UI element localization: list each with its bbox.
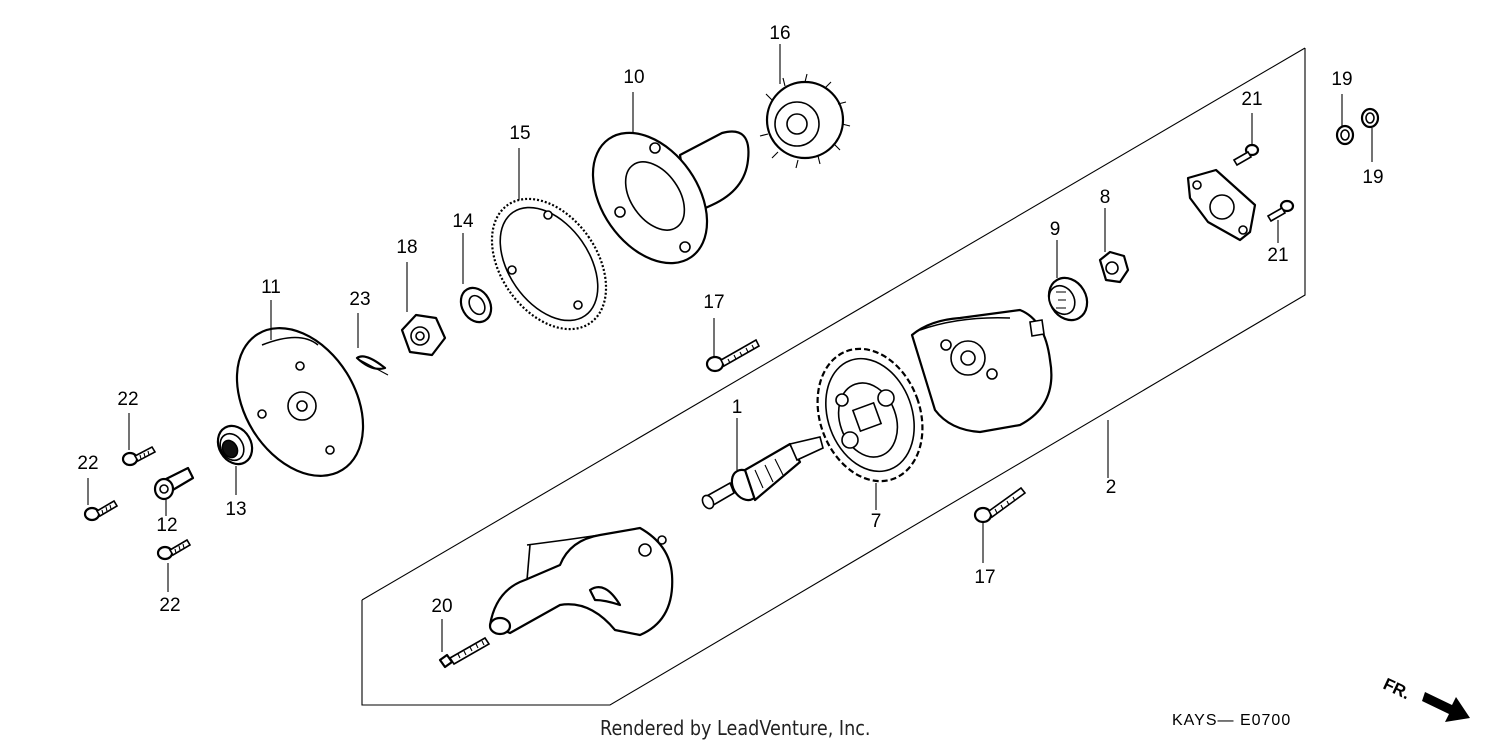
diagram-code: KAYS— E0700 xyxy=(1172,712,1292,729)
callout-20: 20 xyxy=(431,596,452,617)
fr-label: FR. xyxy=(1380,674,1413,703)
part-21-screw-lower[interactable] xyxy=(1266,199,1295,223)
callout-22-b: 22 xyxy=(77,453,98,474)
part-20-bolt[interactable] xyxy=(438,636,491,669)
callout-21-bottom: 21 xyxy=(1267,245,1288,266)
part-10-housing[interactable] xyxy=(569,111,750,284)
part-14-washer[interactable] xyxy=(455,282,497,327)
callout-labels: 1 2 7 8 9 10 11 12 13 14 15 16 17 17 18 … xyxy=(77,23,1383,617)
part-9-rotor[interactable] xyxy=(1041,271,1094,327)
callout-23: 23 xyxy=(349,289,370,310)
part-19-washer-a[interactable] xyxy=(1335,124,1355,146)
part-15-gasket[interactable] xyxy=(468,177,629,350)
part-18-nut[interactable] xyxy=(400,313,447,357)
callout-1: 1 xyxy=(732,397,743,418)
part-22-screw-c[interactable] xyxy=(156,538,192,561)
part-8-small-gear[interactable] xyxy=(1098,250,1130,284)
callout-17-lower: 17 xyxy=(974,567,995,588)
callout-16: 16 xyxy=(769,23,790,44)
callout-9: 9 xyxy=(1050,219,1061,240)
arrow-icon xyxy=(1422,692,1470,722)
front-direction-arrow: FR. xyxy=(1380,674,1470,722)
callout-11: 11 xyxy=(261,277,281,298)
assembly-outline xyxy=(361,47,1306,706)
part-22-screw-a[interactable] xyxy=(121,445,157,467)
callout-18: 18 xyxy=(396,237,417,258)
callout-7: 7 xyxy=(871,511,882,532)
callout-12: 12 xyxy=(156,515,177,536)
part-13-spring[interactable] xyxy=(211,420,259,471)
callout-2: 2 xyxy=(1106,477,1117,498)
part-16-gear[interactable] xyxy=(759,73,851,169)
callout-10: 10 xyxy=(623,67,644,88)
part-11-cover[interactable] xyxy=(211,305,389,499)
part-17-bolt-lower[interactable] xyxy=(973,486,1027,524)
part-23-cotter-pin[interactable] xyxy=(355,355,389,376)
callout-15: 15 xyxy=(509,123,530,144)
rendered-by-credit: Rendered by LeadVenture, Inc. xyxy=(600,716,871,740)
callout-13: 13 xyxy=(225,499,246,520)
callout-22-a: 22 xyxy=(117,389,138,410)
callout-17-upper: 17 xyxy=(703,292,724,313)
callout-8: 8 xyxy=(1100,187,1111,208)
part-12-collar[interactable] xyxy=(153,466,195,501)
callout-14: 14 xyxy=(452,211,474,232)
part-17-bolt-upper[interactable] xyxy=(705,338,761,373)
part-19-washer-b[interactable] xyxy=(1360,107,1380,129)
part-1-shaft[interactable] xyxy=(700,436,824,511)
callout-19-bottom: 19 xyxy=(1362,167,1383,188)
part-22-screw-b[interactable] xyxy=(83,499,119,522)
lower-housing[interactable] xyxy=(488,526,674,637)
callout-21-top: 21 xyxy=(1241,89,1262,110)
part-2-pump-body[interactable] xyxy=(910,308,1053,434)
pump-plate[interactable] xyxy=(1186,168,1257,242)
part-7-gear[interactable] xyxy=(800,334,940,496)
callout-19-top: 19 xyxy=(1331,69,1352,90)
part-21-screw-upper[interactable] xyxy=(1232,143,1260,167)
callout-22-c: 22 xyxy=(159,595,180,616)
